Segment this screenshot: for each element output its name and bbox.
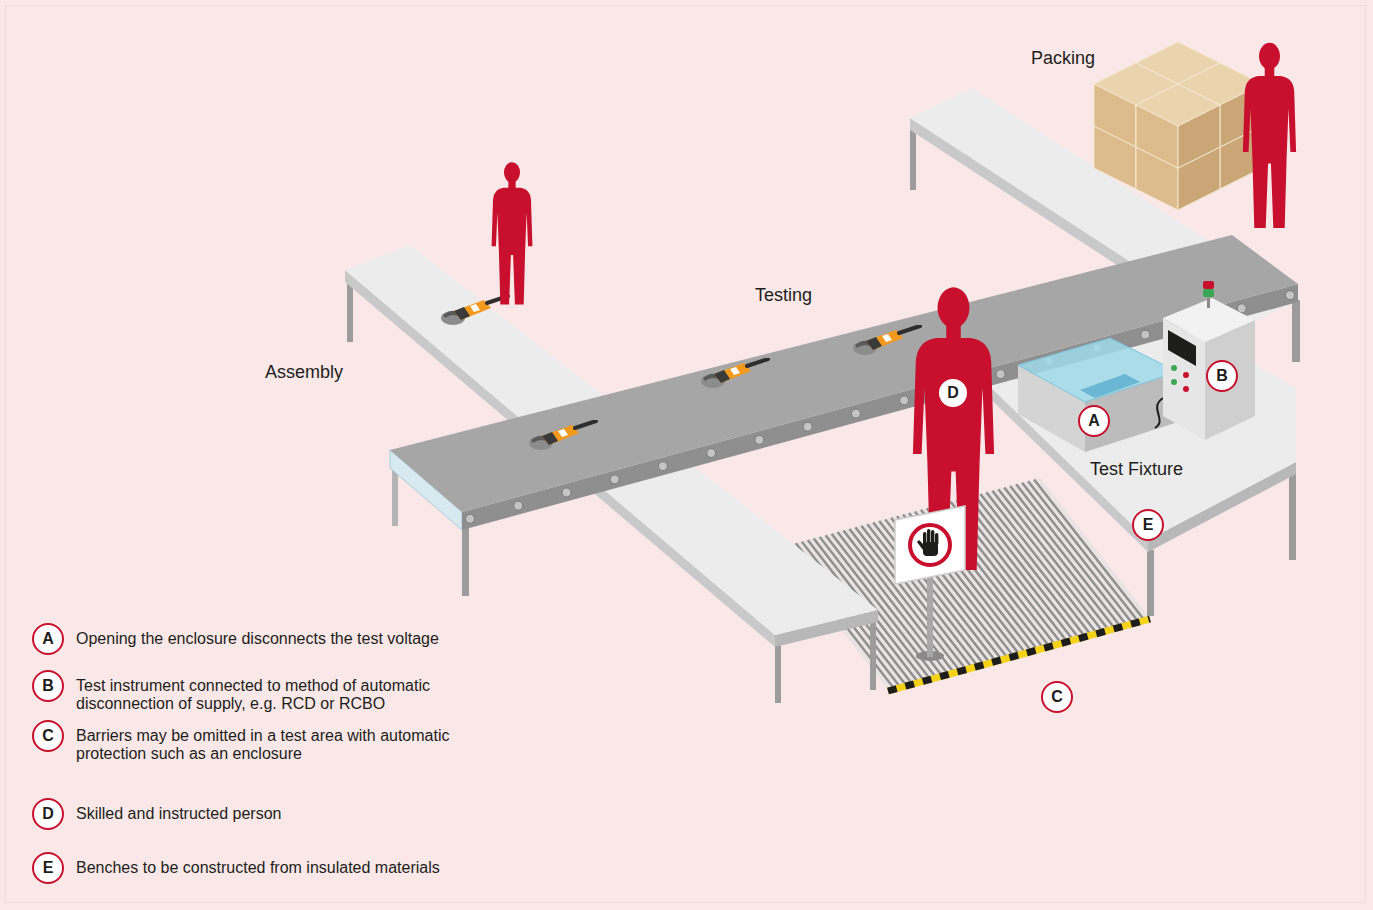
conveyor-roller	[900, 396, 909, 405]
mat-stripe	[980, 494, 1090, 634]
bench-leg	[1289, 472, 1296, 560]
conveyor-roller	[562, 488, 571, 497]
mat-stripe	[975, 496, 1085, 637]
grinder	[701, 359, 768, 388]
conveyor-roller	[658, 462, 667, 471]
sign-ring	[910, 525, 950, 565]
bench-leg	[347, 280, 353, 342]
hand-finger	[927, 529, 930, 545]
callout-circle: E	[1132, 509, 1164, 541]
conveyor	[390, 235, 1299, 596]
conveyor-rollers	[466, 291, 1295, 524]
bench-leg	[1147, 550, 1154, 616]
hand-finger	[935, 533, 938, 545]
conveyor-roller	[1237, 304, 1246, 313]
mat-stripe	[969, 497, 1079, 638]
legend-description: Benches to be constructed from insulated…	[76, 859, 440, 877]
callout-letter: B	[42, 678, 54, 694]
legend-description: Barriers may be omitted in a test area w…	[76, 727, 468, 763]
conveyor-roller	[1286, 291, 1295, 300]
legend-description: Test instrument connected to method of a…	[76, 677, 506, 713]
callout-letter: C	[42, 728, 54, 744]
callout-circle: CBarriers may be omitted in a test area …	[32, 720, 64, 752]
conveyor-roller	[851, 409, 860, 418]
callout-letter: A	[1088, 413, 1100, 429]
grinder	[441, 296, 508, 325]
test-instrument	[1155, 281, 1255, 440]
callout-circle: B	[1206, 360, 1238, 392]
sign-post	[927, 575, 933, 657]
instrument-button	[1171, 365, 1177, 371]
callout-circle: C	[1041, 681, 1073, 713]
cardboard-boxes	[1094, 42, 1262, 210]
callout-circle: AOpening the enclosure disconnects the t…	[32, 623, 64, 655]
callout-letter: A	[42, 631, 54, 647]
area-label: Assembly	[265, 361, 343, 383]
callout-letter: C	[1051, 689, 1063, 705]
area-label: Testing	[755, 284, 812, 306]
mat-stripe	[963, 499, 1073, 640]
bench-leg	[870, 620, 876, 690]
mat-stripe	[1004, 488, 1114, 628]
enclosure-lid	[1018, 338, 1178, 402]
angle-grinders	[441, 296, 920, 450]
packing-worker	[1243, 43, 1296, 228]
mat-stripe	[986, 492, 1096, 632]
hand-finger	[931, 530, 934, 545]
mat-stripe	[998, 489, 1108, 629]
conveyor-roller	[707, 449, 716, 458]
callout-circle: D	[937, 377, 969, 409]
callout-letter: E	[43, 860, 54, 876]
callout-letter: B	[1216, 368, 1228, 384]
instrument-cable	[1155, 398, 1163, 428]
instrument-button	[1183, 372, 1189, 378]
tower-green	[1203, 289, 1214, 297]
conveyor-leg	[462, 528, 469, 596]
instrument-button	[1171, 379, 1177, 385]
legend-description: Skilled and instructed person	[76, 805, 281, 823]
conveyor-roller	[996, 370, 1005, 379]
box-left	[1136, 105, 1178, 168]
callout-letter: D	[42, 806, 54, 822]
area-label: Packing	[1031, 47, 1095, 69]
callout-letter: D	[947, 385, 959, 401]
conveyor-leg	[392, 466, 398, 526]
callout-circle: DSkilled and instructed person	[32, 798, 64, 830]
area-label: Test Fixture	[1090, 458, 1183, 480]
hand-finger	[923, 532, 926, 546]
conveyor-roller	[610, 475, 619, 484]
box-right	[1178, 105, 1220, 168]
mat-stripe	[992, 491, 1102, 631]
conveyor-roller	[1141, 330, 1150, 339]
conveyor-roller	[466, 514, 475, 523]
hand-thumb	[917, 540, 925, 550]
callout-circle: EBenches to be constructed from insulate…	[32, 852, 64, 884]
grinder	[529, 421, 596, 450]
bench-leg	[910, 128, 916, 190]
callout-circle: BTest instrument connected to method of …	[32, 670, 64, 702]
stop-sign	[895, 506, 965, 661]
callout-circle: A	[1078, 405, 1110, 437]
grinder	[853, 326, 920, 355]
conveyor-leg	[1292, 300, 1299, 362]
conveyor-roller	[755, 435, 764, 444]
callout-letter: E	[1143, 517, 1154, 533]
instrument-display	[1168, 330, 1196, 366]
test-enclosure	[1018, 338, 1178, 452]
device-under-test	[1080, 374, 1140, 398]
conveyor-roller	[514, 501, 523, 510]
sign-panel	[895, 506, 965, 584]
box-left	[1094, 84, 1136, 147]
tower-pole	[1207, 298, 1210, 308]
conveyor-roller	[803, 422, 812, 431]
bench-leg	[775, 645, 781, 703]
instrument-button	[1183, 386, 1189, 392]
legend-description: Opening the enclosure disconnects the te…	[76, 630, 439, 648]
assembly-worker	[492, 162, 533, 304]
tower-red	[1203, 281, 1214, 289]
conveyor-belt	[390, 235, 1298, 512]
